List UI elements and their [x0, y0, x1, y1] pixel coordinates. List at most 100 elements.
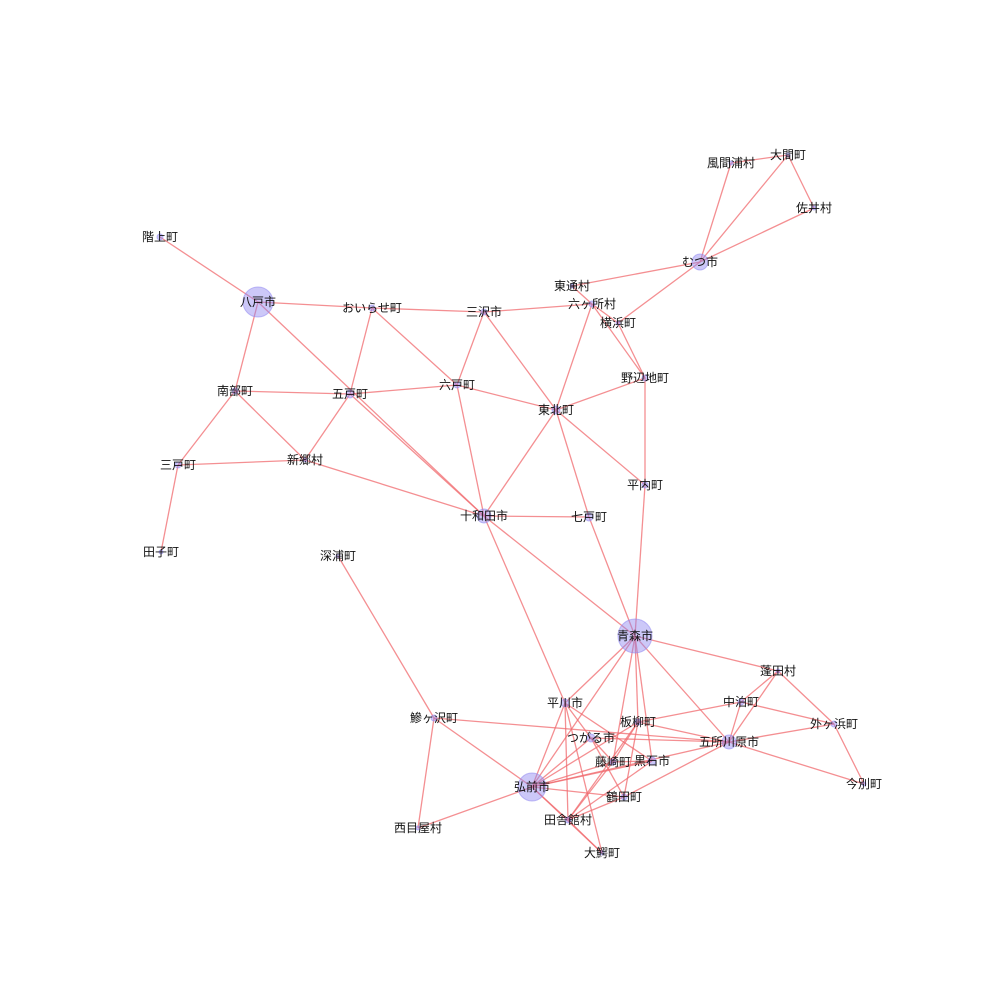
- node-label-n39: 西目屋村: [394, 821, 442, 835]
- edge-n07-n14: [371, 307, 458, 386]
- edge-n24-n29: [634, 635, 639, 723]
- edge-layer: [159, 154, 865, 854]
- edge-n18-n20: [304, 459, 485, 517]
- node-n39: [415, 825, 421, 831]
- node-n37: [620, 793, 628, 801]
- node-n15: [641, 374, 649, 382]
- edge-n25-n30: [777, 670, 835, 725]
- edge-n29-n36: [531, 721, 639, 788]
- node-label-n15: 野辺地町: [621, 371, 669, 385]
- edge-n12-n17: [177, 390, 236, 466]
- node-n38: [564, 816, 572, 824]
- node-label-n33: 藤崎町: [595, 755, 631, 769]
- node-label-n28: 鰺ヶ沢町: [410, 710, 458, 725]
- edge-n12-n18: [234, 390, 306, 461]
- edge-n04-n11: [617, 261, 701, 324]
- node-n22: [158, 549, 164, 555]
- edge-n13-n20: [349, 393, 485, 517]
- node-label-n27: 中泊町: [723, 694, 759, 709]
- node-n05: [156, 233, 164, 241]
- edge-n20-n21: [483, 515, 590, 518]
- edge-n16-n20: [483, 409, 557, 517]
- node-n16: [551, 405, 561, 415]
- edge-n16-n21: [555, 409, 590, 518]
- node-n11: [615, 320, 621, 326]
- edge-n14-n16: [456, 384, 557, 411]
- edge-n23-n28: [337, 555, 435, 719]
- node-label-n19: 平内町: [627, 478, 663, 492]
- edge-n08-n16: [483, 311, 557, 411]
- node-label-n08: 三沢市: [466, 304, 502, 319]
- node-n30: [830, 720, 838, 728]
- edge-n08-n10: [483, 303, 593, 313]
- node-label-n37: 鶴田町: [606, 789, 642, 804]
- node-n28: [430, 714, 438, 722]
- edge-n13-n14: [349, 384, 458, 395]
- edge-n10-n16: [555, 303, 593, 411]
- edge-n37-n38: [567, 796, 625, 821]
- node-label-n12: 南部町: [217, 383, 253, 398]
- edge-n13-n18: [304, 393, 351, 461]
- node-label-n38: 田舎館村: [544, 812, 592, 827]
- node-label-n04: むつ市: [682, 254, 718, 269]
- edge-n10-n15: [591, 303, 646, 379]
- edge-n14-n20: [456, 384, 485, 517]
- edge-n24-n36: [531, 635, 636, 788]
- edge-n12-n13: [234, 390, 351, 395]
- node-n18: [302, 457, 308, 463]
- node-n34: [647, 756, 657, 766]
- node-label-n40: 大鰐町: [584, 846, 620, 860]
- node-n35: [861, 781, 867, 787]
- node-n24: [617, 618, 653, 654]
- edge-n04-n09: [571, 261, 701, 287]
- edge-n25-n32: [728, 670, 779, 743]
- edge-n03-n04: [699, 207, 815, 263]
- node-label-n24: 青森市: [617, 628, 653, 643]
- edge-n02-n03: [787, 154, 815, 209]
- node-n23: [335, 553, 341, 559]
- edge-n26-n40: [564, 702, 603, 854]
- edge-n16-n19: [555, 409, 646, 486]
- edge-n29-n32: [637, 721, 730, 743]
- node-label-n20: 十和田市: [460, 508, 508, 523]
- edge-n27-n30: [740, 701, 835, 725]
- node-n27: [737, 698, 745, 706]
- edge-n06-n07: [257, 301, 373, 309]
- edge-n24-n25: [634, 635, 779, 672]
- node-label-n05: 階上町: [142, 229, 178, 244]
- node-label-n29: 板柳町: [620, 715, 656, 729]
- edge-n30-n35: [833, 723, 865, 785]
- edge-n28-n39: [417, 717, 435, 829]
- node-label-n23: 深浦町: [320, 549, 356, 563]
- edge-n07-n13: [349, 307, 373, 395]
- edge-n36-n37: [531, 786, 625, 798]
- node-label-n16: 東北町: [538, 403, 574, 417]
- edge-n19-n24: [634, 484, 646, 637]
- node-label-n06: 八戸市: [240, 294, 276, 309]
- edge-n36-n39: [417, 786, 533, 829]
- node-label-n31: つがる市: [567, 730, 615, 745]
- edge-n32-n35: [728, 741, 865, 785]
- edge-n17-n22: [160, 464, 179, 553]
- edge-n10-n11: [591, 303, 619, 324]
- edge-n17-n18: [177, 459, 306, 466]
- node-n08: [480, 308, 488, 316]
- edge-n24-n32: [634, 635, 730, 743]
- node-label-n10: 六ヶ所村: [568, 297, 616, 311]
- label-layer: 風間浦村大間町佐井村むつ市階上町八戸市おいらせ町三沢市東通村六ヶ所村横浜町南部町…: [142, 148, 882, 860]
- edge-n30-n32: [728, 723, 835, 743]
- node-n12: [231, 387, 239, 395]
- edge-n31-n36: [531, 737, 592, 788]
- node-n32: [721, 734, 737, 750]
- node-layer: [156, 152, 867, 856]
- edge-n20-n26: [483, 515, 566, 704]
- node-label-n18: 新郷村: [287, 452, 323, 467]
- edge-n26-n36: [531, 702, 566, 788]
- edge-n26-n31: [564, 702, 592, 739]
- edge-n31-n32: [590, 737, 730, 743]
- node-label-n35: 今別町: [846, 776, 882, 791]
- edge-n24-n33: [612, 635, 636, 763]
- node-label-n02: 大間町: [770, 148, 806, 162]
- node-label-n01: 風間浦村: [707, 156, 755, 170]
- node-label-n03: 佐井村: [796, 201, 832, 215]
